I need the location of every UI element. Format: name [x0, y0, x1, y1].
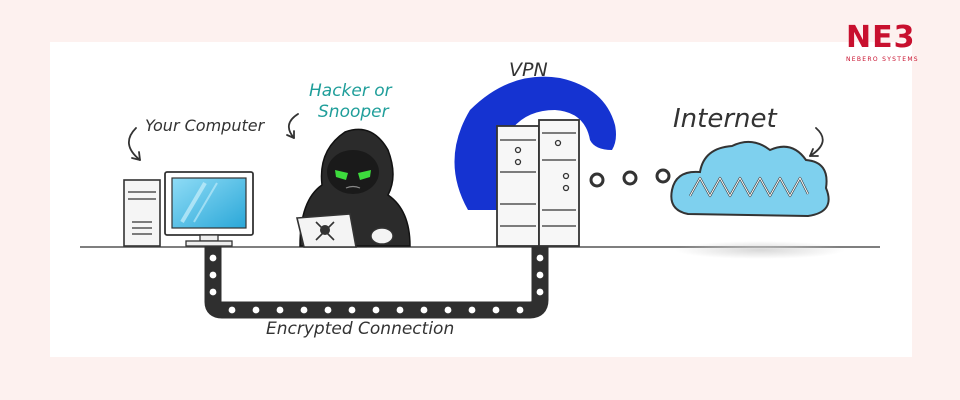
internet-arrow [809, 127, 824, 157]
internet-label: Internet [673, 104, 778, 134]
logo-subtitle: NEBERO SYSTEMS [846, 56, 919, 63]
your-computer-label: Your Computer [145, 116, 266, 135]
logo-mark: NE3 [846, 20, 916, 55]
desktop-computer-icon [123, 171, 254, 247]
pointer-arrows [128, 113, 824, 161]
encrypted-connection-label: Encrypted Connection [266, 319, 454, 339]
cloud-www-icon [670, 140, 830, 218]
encrypted-tunnel [204, 245, 549, 319]
hacker-arrow [288, 113, 299, 139]
vpn-shield-arc [454, 76, 616, 210]
hacker-label-line2: Snooper [318, 102, 390, 122]
hacker-label-line1: Hacker or [309, 81, 393, 101]
hooded-hacker-icon [296, 128, 411, 248]
vpn-label: VPN [509, 59, 548, 81]
nebero-logo: NE3 NEBERO SYSTEMS [846, 22, 934, 70]
server-tower-icon [496, 119, 580, 247]
cloud-shadow [675, 241, 845, 259]
your-computer-arrow [128, 127, 141, 161]
connection-dots [589, 168, 671, 188]
